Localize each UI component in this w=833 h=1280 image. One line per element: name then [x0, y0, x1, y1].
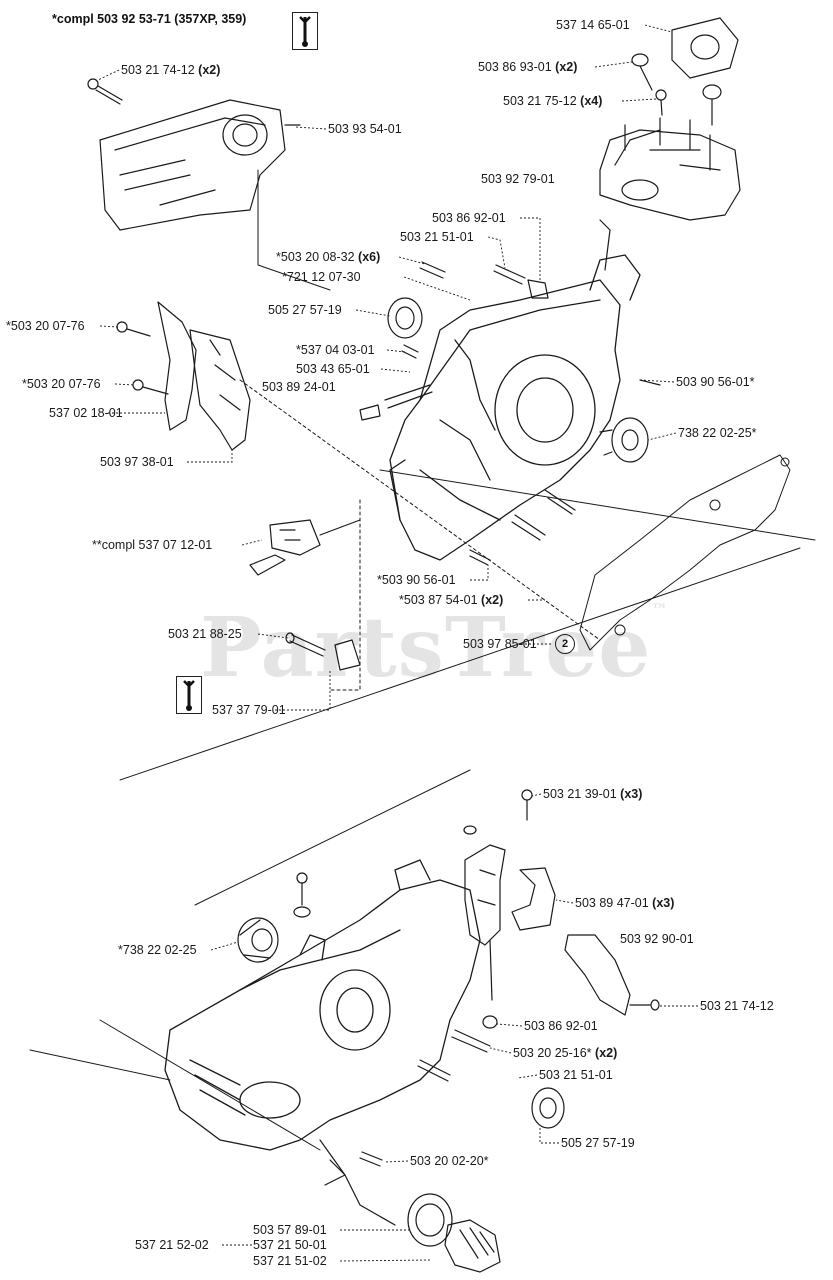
part-label[interactable]: 503 89 47-01 (x3): [575, 896, 675, 910]
part-label[interactable]: 537 37 79-01: [212, 703, 286, 717]
watermark: PartsTree™: [200, 600, 668, 696]
part-label[interactable]: 503 93 54-01: [328, 122, 402, 136]
part-label[interactable]: 537 21 51-02: [253, 1254, 327, 1268]
part-chain-catcher: [189, 329, 251, 451]
part-label[interactable]: 505 27 57-19: [268, 303, 342, 317]
part-label[interactable]: *503 20 07-76: [22, 377, 101, 391]
part-seal-ring-top: [387, 297, 423, 339]
callout-number: 2: [555, 634, 575, 654]
part-label[interactable]: 503 21 74-12 (x2): [121, 63, 221, 77]
part-label[interactable]: 503 21 39-01 (x3): [543, 787, 643, 801]
part-label[interactable]: *503 20 07-76: [6, 319, 85, 333]
part-label[interactable]: 503 21 51-01: [400, 230, 474, 244]
part-label[interactable]: 503 86 93-01 (x2): [478, 60, 578, 74]
watermark-mark: ™: [651, 600, 669, 619]
compl-header: *compl 503 92 53-71 (357XP, 359): [52, 12, 247, 26]
watermark-text: PartsTree: [200, 600, 652, 696]
part-label[interactable]: 503 86 92-01: [524, 1019, 598, 1033]
part-seal-ring-lower: [237, 917, 279, 963]
part-label[interactable]: 503 21 74-12: [700, 999, 774, 1013]
part-label[interactable]: 503 97 38-01: [100, 455, 174, 469]
part-label[interactable]: 505 27 57-19: [561, 1136, 635, 1150]
part-filter-base: [599, 117, 741, 221]
part-nut-small: [631, 53, 722, 126]
part-label[interactable]: 503 21 51-01: [539, 1068, 613, 1082]
part-label[interactable]: *721 12 07-30: [282, 270, 361, 284]
part-label[interactable]: 503 43 65-01: [296, 362, 370, 376]
part-filter-cup: [671, 17, 739, 79]
part-label[interactable]: *503 87 54-01 (x2): [399, 593, 504, 607]
part-catcher-lower: [511, 867, 556, 931]
part-label[interactable]: 738 22 02-25*: [678, 426, 757, 440]
part-gasket: [579, 454, 791, 651]
part-guide-bracket: [464, 844, 506, 1001]
part-label[interactable]: 503 57 89-01: [253, 1223, 327, 1237]
part-crankcase-upper: [389, 254, 641, 561]
part-label[interactable]: *738 22 02-25: [118, 943, 197, 957]
part-label[interactable]: *503 90 56-01: [377, 573, 456, 587]
wrench-icon: [176, 676, 202, 714]
part-label[interactable]: 503 97 85-01: [463, 637, 537, 651]
part-label[interactable]: 537 02 18-01: [49, 406, 123, 420]
part-stop-switch: [249, 519, 361, 576]
part-label[interactable]: 537 21 50-01: [253, 1238, 327, 1252]
assembly-guide-lines: [29, 169, 816, 1151]
part-label[interactable]: **compl 537 07 12-01: [92, 538, 213, 552]
part-label[interactable]: 503 89 24-01: [262, 380, 336, 394]
part-seal-ring-lower-right: [531, 1087, 565, 1129]
part-label[interactable]: *503 20 08-32 (x6): [276, 250, 381, 264]
wrench-icon: [292, 12, 318, 50]
part-catcher-plate: [564, 934, 660, 1016]
part-label[interactable]: 503 21 75-12 (x4): [503, 94, 603, 108]
part-screws-lower: [293, 789, 533, 1167]
part-crankcase-lower: [164, 859, 481, 1151]
part-label[interactable]: 537 21 52-02: [135, 1238, 209, 1252]
part-label[interactable]: 503 92 79-01: [481, 172, 555, 186]
part-small-pins: [359, 219, 661, 566]
part-label[interactable]: 537 14 65-01: [556, 18, 630, 32]
part-label[interactable]: 503 90 56-01*: [676, 375, 755, 389]
part-label[interactable]: 503 20 25-16* (x2): [513, 1046, 618, 1060]
part-tank-cap: [319, 1139, 501, 1273]
part-chain-guide-plate: [116, 301, 197, 431]
part-chain-cover-top: [87, 78, 301, 231]
part-label[interactable]: 503 21 88-25: [168, 627, 242, 641]
part-label[interactable]: *537 04 03-01: [296, 343, 375, 357]
part-label[interactable]: 503 86 92-01: [432, 211, 506, 225]
part-label[interactable]: 503 20 02-20*: [410, 1154, 489, 1168]
part-label[interactable]: 503 92 90-01: [620, 932, 694, 946]
